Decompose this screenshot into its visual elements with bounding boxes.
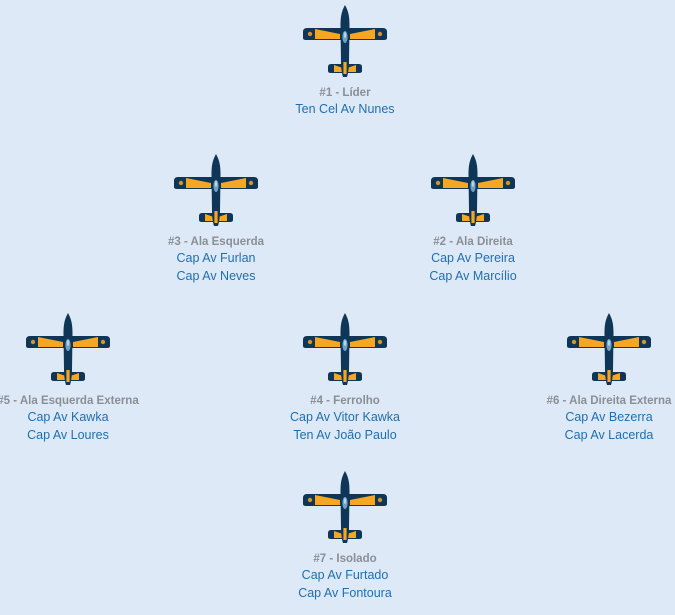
formation-slot-5: #5 - Ala Esquerda Externa Cap Av Kawka C… (0, 312, 153, 444)
pilot-name: Cap Av Marcílio (429, 268, 517, 283)
pilot-name: Cap Av Furtado (301, 568, 389, 582)
position-label: #1 - Líder (319, 87, 371, 99)
aircraft-top-view-icon (303, 471, 387, 543)
pilot-name: Cap Av Pereira (431, 251, 515, 265)
pilot-name: Ten Av João Paulo (293, 427, 397, 442)
formation-slot-2: #2 - Ala Direita Cap Av Pereira Cap Av M… (388, 153, 558, 285)
formation-slot-6: #6 - Ala Direita Externa Cap Av Bezerra … (524, 312, 675, 444)
aircraft-top-view-icon (303, 5, 387, 77)
aircraft-top-view-icon (26, 313, 110, 385)
aircraft-top-view-icon (567, 313, 651, 385)
formation-slot-3: #3 - Ala Esquerda Cap Av Furlan Cap Av N… (131, 153, 301, 285)
position-label: #7 - Isolado (313, 553, 377, 565)
pilot-name: Cap Av Bezerra (565, 410, 653, 424)
pilot-name: Cap Av Furlan (176, 251, 256, 265)
aircraft-top-view-icon (303, 313, 387, 385)
formation-slot-1: #1 - Líder Ten Cel Av Nunes (260, 4, 430, 119)
pilot-name: Cap Av Vitor Kawka (289, 410, 401, 424)
aircraft-top-view-icon (431, 154, 515, 226)
pilot-name: Cap Av Loures (27, 427, 109, 442)
pilot-name: Cap Av Fontoura (298, 585, 392, 600)
pilot-name: Ten Cel Av Nunes (295, 102, 395, 116)
position-label: #2 - Ala Direita (433, 236, 513, 248)
formation-slot-4: #4 - Ferrolho Cap Av Vitor Kawka Ten Av … (260, 312, 430, 444)
pilot-name: Cap Av Lacerda (564, 427, 654, 442)
position-label: #3 - Ala Esquerda (167, 236, 265, 248)
position-label: #4 - Ferrolho (310, 395, 380, 407)
pilot-name: Cap Av Neves (176, 268, 256, 283)
formation-slot-7: #7 - Isolado Cap Av Furtado Cap Av Fonto… (260, 470, 430, 602)
pilot-name: Cap Av Kawka (27, 410, 109, 424)
aircraft-top-view-icon (174, 154, 258, 226)
position-label: #5 - Ala Esquerda Externa (0, 395, 139, 407)
position-label: #6 - Ala Direita Externa (546, 395, 672, 407)
